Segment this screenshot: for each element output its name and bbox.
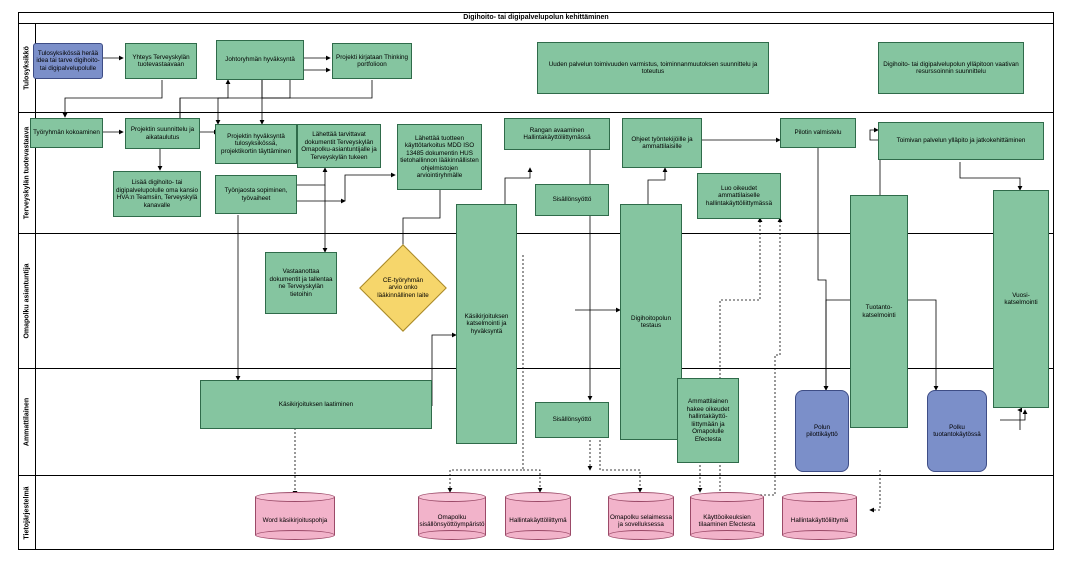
- task-kasikirjoituksen-laatiminen: Käsikirjoituksen laatiminen: [200, 380, 432, 429]
- db-label: Omapolku sisällönsyöttöympäristö: [419, 513, 485, 529]
- task-johtoryhma: Johtoryhmän hyväksyntä: [216, 40, 304, 80]
- db-top: [782, 492, 857, 502]
- db-body: [505, 497, 571, 535]
- lane-tuotevastaava: Terveyskylän tuotevastaava: [18, 112, 36, 233]
- db-omapolku-sel: Omapolku selaimessa ja sovelluksessa: [608, 492, 674, 540]
- task-sisallonsyotto-am: Sisällönsyöttö: [535, 402, 609, 438]
- task-ohjeet: Ohjeet työntekijöille ja ammattilaisille: [622, 118, 702, 168]
- decision-label: CE-työryhmän arvio onko lääkinnällinen l…: [377, 276, 429, 299]
- db-bottom: [505, 530, 571, 540]
- lane-divider: [18, 475, 1054, 476]
- db-word: Word käsikirjoituspohja: [255, 492, 335, 540]
- task-sisallonsyotto-tv: Sisällönsyöttö: [535, 184, 609, 216]
- task-polun-pilotti: Polun pilottikäyttö: [795, 390, 849, 472]
- lane-divider: [18, 112, 1054, 113]
- db-body: [418, 497, 486, 535]
- lane-tietojarjestelma: Tietojärjestelmä: [18, 475, 36, 550]
- task-luo-oikeudet: Luo oikeudet ammattilaiselle hallintakäy…: [697, 173, 781, 219]
- task-ammattilainen-hakee: Ammattilainen hakee oikeudet hallintakäy…: [677, 378, 739, 463]
- lane-divider: [18, 368, 1054, 369]
- db-omapolku-sis: Omapolku sisällönsyöttöympäristö: [418, 492, 486, 540]
- task-tyoryhman: Työryhmän kokoaminen: [30, 118, 103, 148]
- db-bottom: [782, 530, 857, 540]
- lane-omapolku-asiantuntija: Omapolku asiantuntija: [18, 233, 36, 368]
- db-body: [690, 497, 764, 535]
- db-top: [418, 492, 486, 502]
- db-label: Hallintakäyttöliittymä: [790, 517, 849, 525]
- db-label: Käyttöoikeuksien tilaaminen Efectesta: [698, 513, 756, 529]
- db-label: Omapolku selaimessa ja sovelluksessa: [610, 513, 672, 529]
- db-label: Hallintakäyttöliittymä: [509, 517, 567, 525]
- task-testaus: Digihoitopolun testaus: [620, 204, 682, 440]
- db-hallinta-1: Hallintakäyttöliittymä: [505, 492, 571, 540]
- task-lisaa: Lisää digihoito- tai digipalvelupolulle …: [113, 171, 201, 217]
- task-lahettaa-tuote: Lähettää tuotteen käyttötarkoitus MDD IS…: [397, 124, 482, 190]
- task-toimivan: Toimivan palvelun ylläpito ja jatkokehit…: [878, 122, 1044, 160]
- db-top: [505, 492, 571, 502]
- task-polku-tuotanto: Polku tuotantokäytössä: [927, 390, 987, 472]
- lane-ammattilainen: Ammattilainen: [18, 368, 36, 475]
- task-uuden-palvelun: Uuden palvelun toimivuuden varmistus, to…: [537, 42, 769, 94]
- db-kayttooikeuksien: Käyttöoikeuksien tilaaminen Efectesta: [690, 492, 764, 540]
- task-suunnittelu: Projektin suunnittelu ja aikataulutus: [125, 118, 200, 149]
- db-top: [690, 492, 764, 502]
- task-tuotanto: Tuotanto-katselmointi: [850, 195, 908, 428]
- task-vastaanottaa: Vastaanottaa dokumentit ja tallentaa ne …: [265, 252, 337, 314]
- db-bottom: [418, 530, 486, 540]
- task-pilotin: Pilotin valmistelu: [780, 118, 856, 148]
- task-vuosi: Vuosi-katselmointi: [993, 190, 1049, 408]
- task-rangan: Rangan avaaminen Hallintakäyttöliittymäs…: [504, 118, 610, 150]
- task-hyvaksynta: Projektin hyväksyntä tulosyksikössä, pro…: [215, 124, 297, 164]
- db-label: Word käsikirjoituspohja: [262, 517, 328, 525]
- diagram-frame: [18, 12, 1054, 550]
- task-yhteys: Yhteys Terveyskylän tuotevastaavaan: [125, 43, 197, 79]
- lane-divider: [18, 233, 1054, 234]
- diagram-title: Digihoito- tai digipalvelupolun kehittäm…: [18, 12, 1054, 24]
- task-yllapitoon: Digihoito- tai digipalvelupolun ylläpito…: [878, 42, 1024, 94]
- db-top: [608, 492, 674, 502]
- db-hallinta-2: Hallintakäyttöliittymä: [782, 492, 857, 540]
- db-bottom: [608, 530, 674, 540]
- db-body: [608, 497, 674, 535]
- db-bottom: [690, 530, 764, 540]
- task-tyonjaosta: Työnjaosta sopiminen, työvaiheet: [215, 175, 297, 214]
- db-top: [255, 492, 335, 502]
- db-body: [255, 497, 335, 535]
- db-bottom: [255, 530, 335, 540]
- task-lahettaa-dok: Lähettää tarvittavat dokumentit Terveysk…: [297, 124, 381, 168]
- decision-ce: CE-työryhmän arvio onko lääkinnällinen l…: [359, 244, 447, 332]
- task-idea: Tulosyksikössä herää idea tai tarve digi…: [33, 43, 103, 79]
- task-kasikirjoituksen-katselmointi: Käsikirjoituksen katselmointi ja hyväksy…: [456, 204, 517, 444]
- task-kirjataan: Projekti kirjataan Thinking portfolioon: [332, 43, 412, 79]
- db-body: [782, 497, 857, 535]
